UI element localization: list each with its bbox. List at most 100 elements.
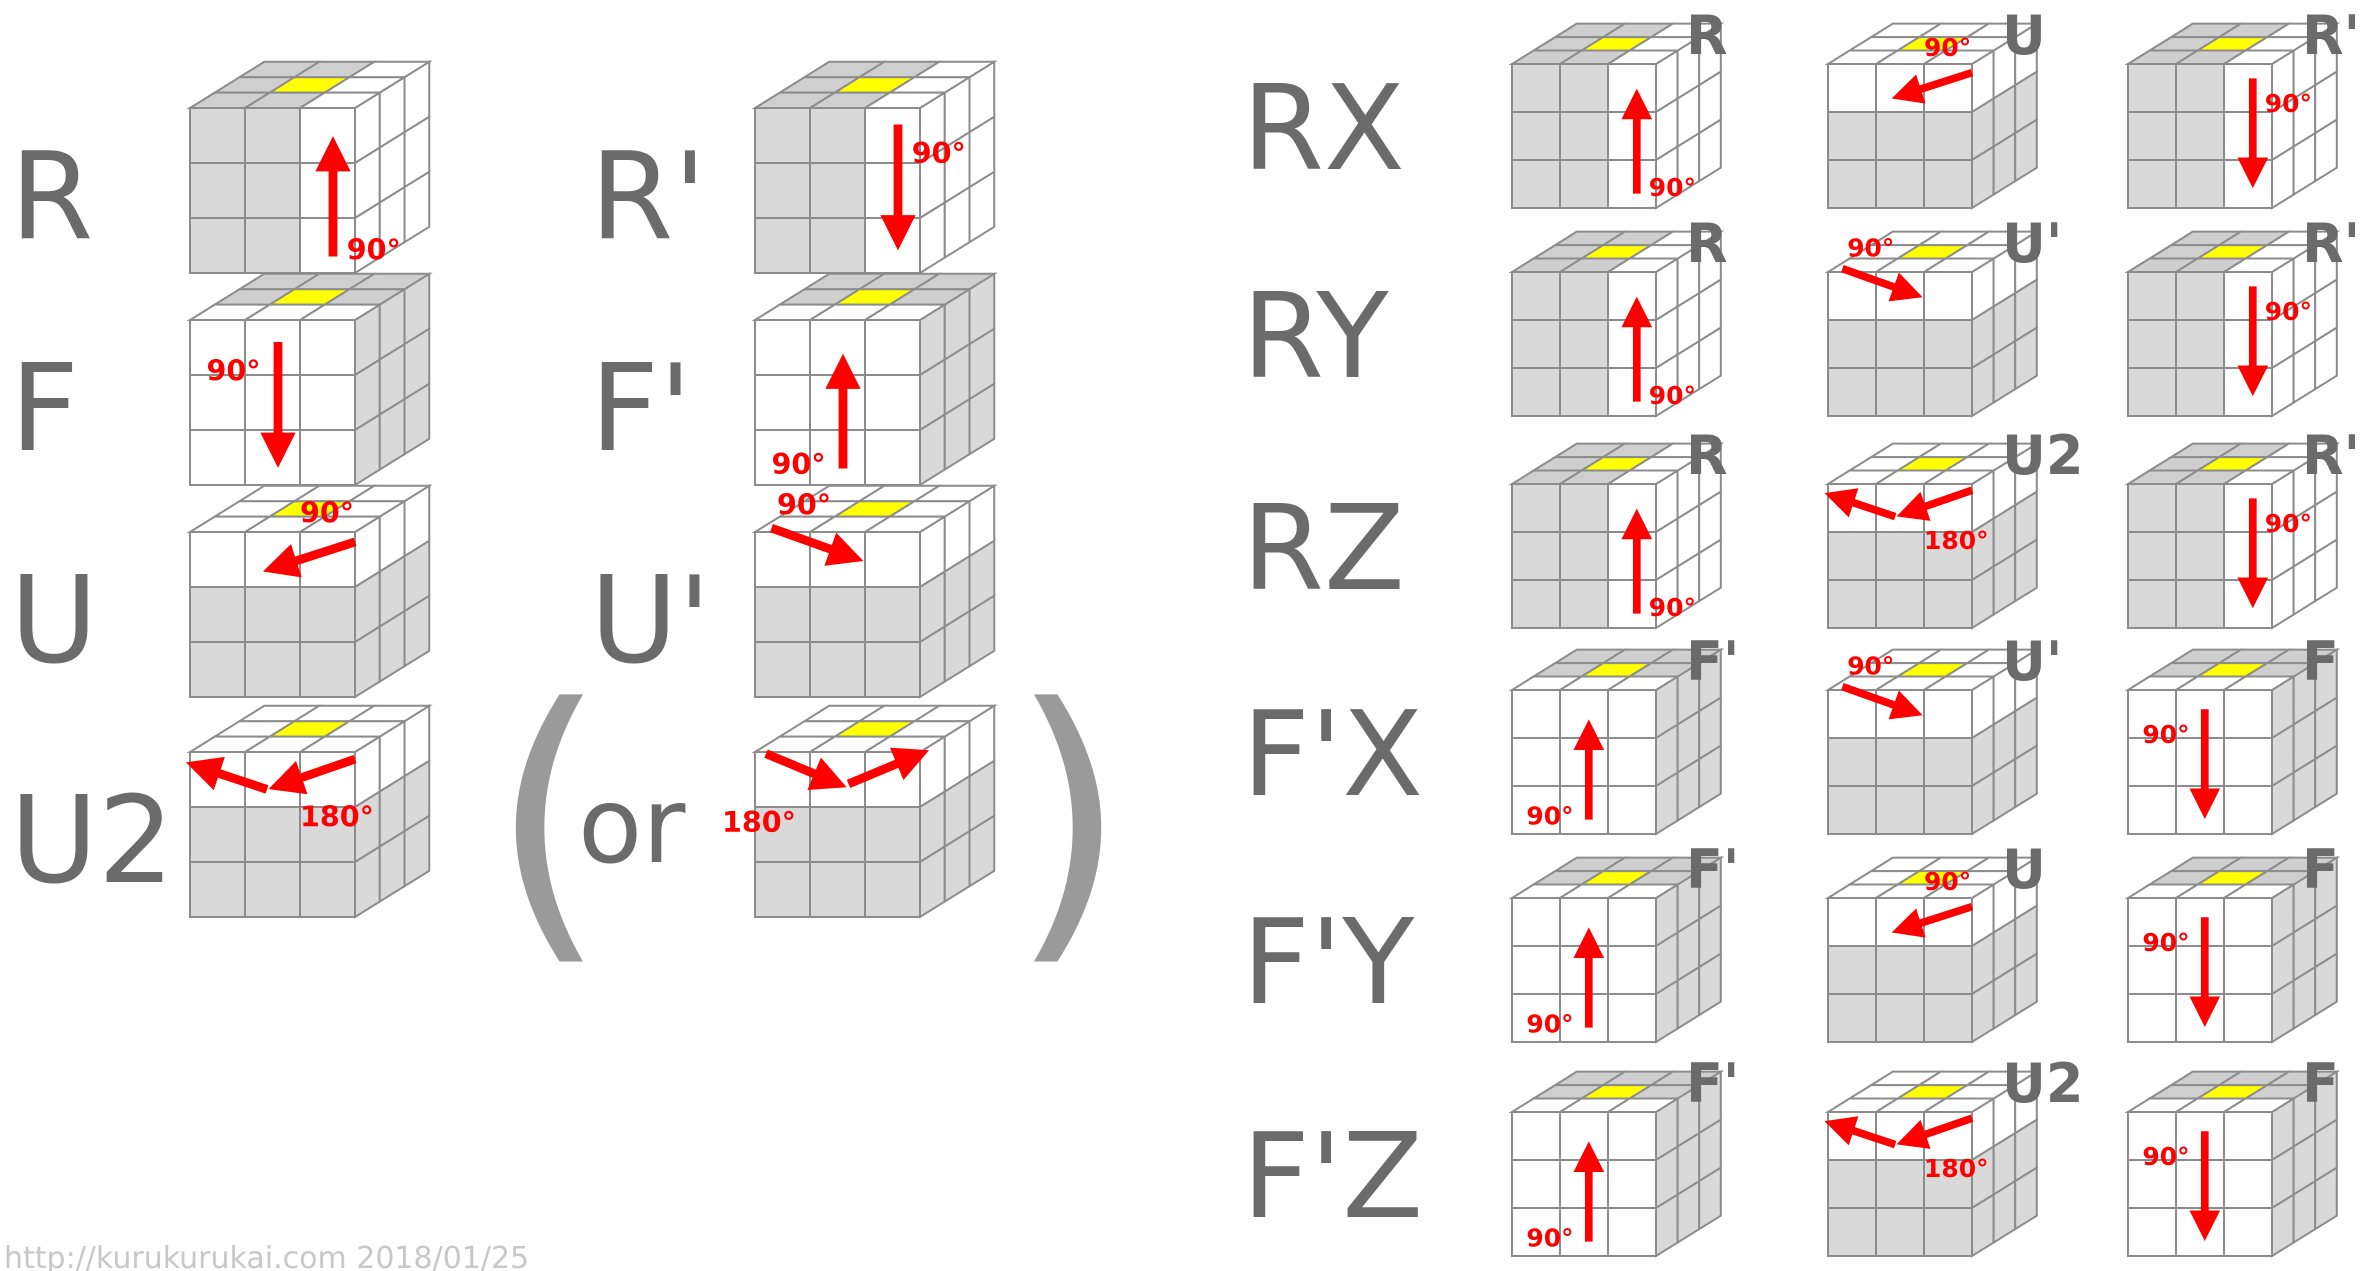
degree-label: 90° (2265, 509, 2312, 538)
front-sticker (1827, 1207, 1877, 1257)
front-sticker (2127, 993, 2177, 1043)
top-sticker (2220, 469, 2298, 485)
front-sticker (754, 861, 811, 918)
combo-step-cube: 90° (1508, 1069, 1725, 1258)
front-sticker (1923, 367, 1973, 417)
front-sticker (864, 531, 921, 588)
front-sticker (244, 861, 301, 918)
top-sticker (1604, 675, 1682, 691)
combo-label: RX (1242, 59, 1405, 197)
front-sticker (1559, 737, 1609, 787)
degree-label: 90° (2142, 1142, 2189, 1171)
front-sticker (2223, 993, 2273, 1043)
front-sticker (1827, 785, 1877, 835)
front-sticker (1607, 63, 1657, 113)
degree-label: 90° (2265, 89, 2312, 118)
front-sticker (2127, 63, 2177, 113)
front-sticker (754, 217, 811, 274)
side-sticker (403, 170, 431, 244)
step-move-label: U' (2002, 212, 2062, 275)
front-sticker (189, 217, 246, 274)
degree-label: 90° (1649, 173, 1696, 202)
front-sticker (1875, 531, 1925, 581)
front-sticker (1875, 945, 1925, 995)
front-sticker (1511, 367, 1561, 417)
front-sticker (754, 586, 811, 643)
front-sticker (2175, 319, 2225, 369)
front-sticker (2175, 367, 2225, 417)
front-sticker (1923, 271, 1973, 321)
front-sticker (809, 806, 866, 863)
move-cube: 90° (186, 271, 433, 487)
rotation-arrow (1841, 683, 1923, 720)
front-sticker (2127, 483, 2177, 533)
combo-step-cube: 90° (2124, 647, 2341, 836)
front-sticker (299, 374, 356, 431)
side-sticker (968, 381, 996, 457)
combo-step-cube: 90° (1824, 855, 2041, 1044)
front-sticker (1923, 1159, 1973, 1209)
step-move-label: F (2302, 838, 2339, 901)
front-sticker (1559, 159, 1609, 209)
front-sticker (1607, 945, 1657, 995)
front-sticker (2223, 367, 2273, 417)
step-move-label: R' (2302, 4, 2360, 67)
front-sticker (1607, 579, 1657, 629)
step-move-label: R (1686, 424, 1728, 487)
step-move-label: F (2302, 1052, 2339, 1115)
side-sticker (1698, 1165, 1722, 1231)
side-sticker (403, 813, 431, 889)
front-sticker (1607, 531, 1657, 581)
move-label: U2 (10, 772, 174, 911)
front-sticker (864, 319, 921, 376)
front-sticker (809, 641, 866, 698)
combo-step-cube: 90° (2124, 229, 2341, 418)
step-move-label: U2 (2002, 1052, 2083, 1115)
prime-move-cube: 90° (751, 483, 998, 699)
degree-label: 90° (1526, 1223, 1573, 1252)
front-sticker (1607, 993, 1657, 1043)
side-sticker (1698, 325, 1722, 391)
rotation-arrow (1891, 902, 1974, 938)
front-sticker (1559, 1111, 1609, 1161)
front-sticker (1875, 367, 1925, 417)
front-sticker (189, 641, 246, 698)
front-sticker (1827, 1159, 1877, 1209)
degree-label: 180° (722, 805, 796, 839)
step-move-label: R' (2302, 212, 2360, 275)
front-sticker (1827, 367, 1877, 417)
front-sticker (1559, 111, 1609, 161)
step-move-label: U (2002, 4, 2046, 67)
front-sticker (1923, 159, 1973, 209)
front-sticker (1511, 737, 1561, 787)
side-sticker (2314, 951, 2338, 1017)
front-sticker (299, 806, 356, 863)
front-sticker (809, 217, 866, 274)
front-sticker (1875, 159, 1925, 209)
front-sticker (1511, 271, 1561, 321)
front-sticker (1827, 319, 1877, 369)
front-sticker (189, 861, 246, 918)
combo-label: F'Y (1242, 893, 1415, 1031)
side-sticker (2014, 325, 2038, 391)
front-sticker (1827, 579, 1877, 629)
combo-step-cube: 90° (1508, 441, 1725, 630)
front-sticker (1559, 531, 1609, 581)
rotation-arrow (846, 747, 930, 788)
front-sticker (244, 107, 301, 164)
side-sticker (403, 593, 431, 669)
front-sticker (2175, 271, 2225, 321)
front-sticker (1827, 945, 1877, 995)
front-sticker (2127, 159, 2177, 209)
front-sticker (1827, 897, 1877, 947)
side-sticker (2014, 951, 2038, 1017)
front-sticker (2223, 531, 2273, 581)
front-sticker (244, 319, 301, 376)
side-sticker (1698, 743, 1722, 809)
front-sticker (299, 107, 356, 164)
front-sticker (1827, 63, 1877, 113)
top-sticker (1604, 883, 1682, 899)
step-move-label: R' (2302, 424, 2360, 487)
rotation-arrow (268, 754, 357, 795)
